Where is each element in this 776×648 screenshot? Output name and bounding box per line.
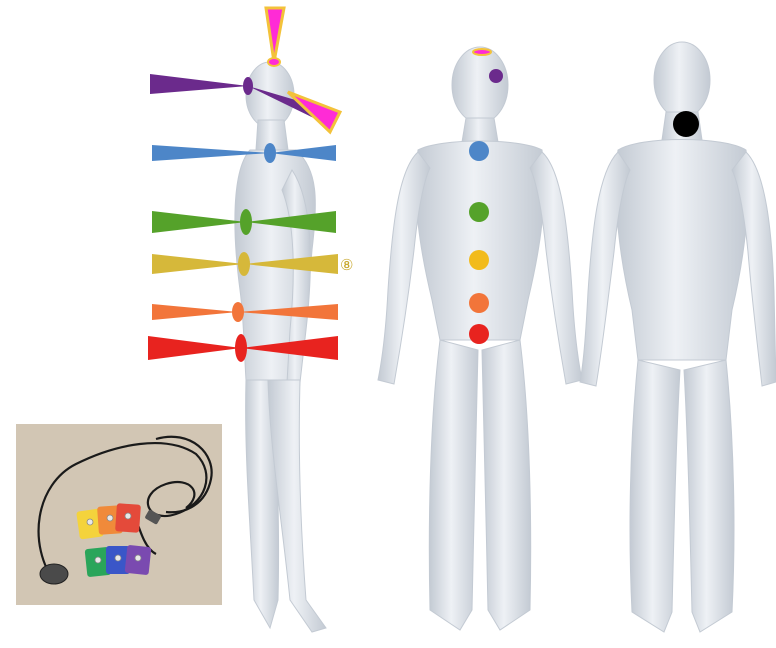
third-eye-beam-front: [150, 74, 248, 94]
pad-snap: [107, 515, 113, 521]
front-third-eye-point: [489, 69, 503, 83]
side-marker-label: ⑧: [340, 256, 353, 274]
front-crown-point: [473, 49, 491, 55]
heart-point: [240, 209, 252, 235]
pad-snap: [115, 555, 121, 561]
crown-point: [268, 58, 280, 66]
sacral-beam-front: [152, 304, 238, 320]
pad-snap: [135, 555, 141, 561]
connector-plug: [144, 509, 161, 525]
front-solar-plexus-point: [469, 250, 489, 270]
front-heart-point: [469, 202, 489, 222]
third-eye-beam-upper: [288, 92, 340, 132]
electrode-pads: [76, 503, 151, 577]
crown-beam: [266, 8, 284, 62]
solar-plexus-beam-front: [152, 254, 244, 274]
device-photo: [16, 424, 222, 605]
back-chakra-points: [673, 111, 699, 137]
front-sacral-point: [469, 293, 489, 313]
root-point: [235, 334, 247, 362]
device-photo-inset: [16, 424, 222, 605]
throat-point: [264, 143, 276, 163]
pad-snap: [87, 519, 93, 525]
pad-snap: [95, 557, 101, 563]
back-neck-point: [673, 111, 699, 137]
solar-plexus-point: [238, 252, 250, 276]
front-root-point: [469, 324, 489, 344]
electrode-disc: [40, 564, 68, 584]
front-throat-point: [469, 141, 489, 161]
pad-snap: [125, 513, 131, 519]
heart-beam-front: [152, 211, 246, 233]
root-beam-front: [148, 336, 241, 360]
sacral-point: [232, 302, 244, 322]
third-eye-point: [243, 77, 253, 95]
